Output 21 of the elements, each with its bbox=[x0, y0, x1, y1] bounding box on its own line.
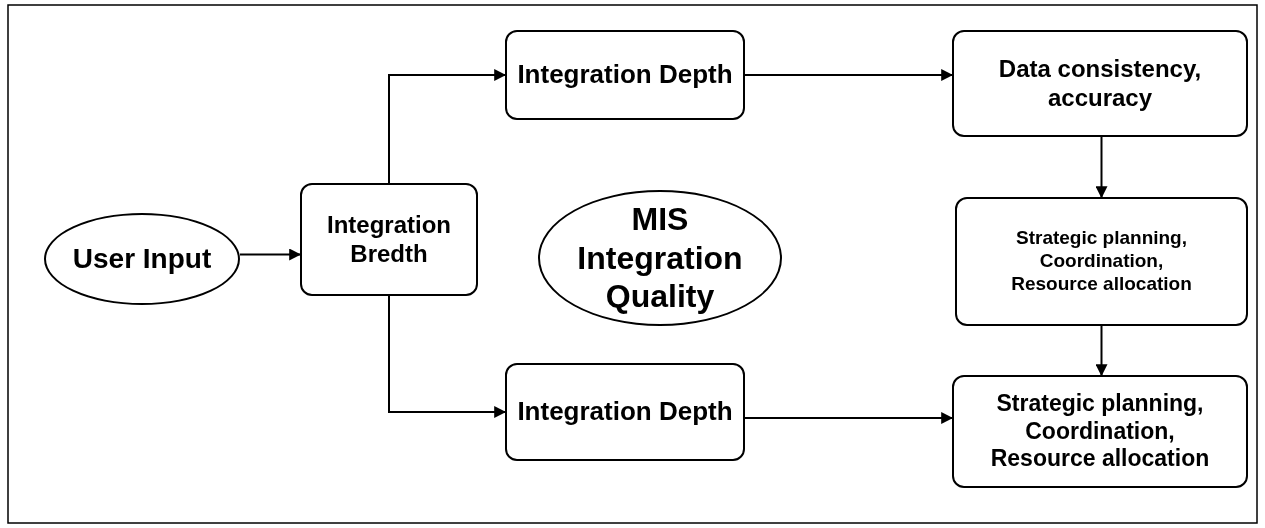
process-box bbox=[505, 30, 745, 120]
arrow bbox=[239, 248, 302, 261]
arrow bbox=[744, 69, 954, 81]
arrow bbox=[1095, 325, 1108, 377]
process-box bbox=[955, 197, 1248, 326]
arrow bbox=[1095, 136, 1108, 199]
node-label: User Input bbox=[71, 242, 213, 276]
node-label: MIS Integration Quality bbox=[576, 200, 744, 316]
arrow bbox=[388, 295, 507, 418]
process-box bbox=[505, 363, 745, 461]
process-box bbox=[300, 183, 478, 296]
node-label: Integration Depth bbox=[516, 59, 734, 91]
arrow bbox=[744, 412, 954, 424]
node-label: Integration Depth bbox=[516, 396, 734, 428]
process-box bbox=[952, 30, 1248, 137]
node-label: Integration Bredth bbox=[326, 210, 452, 269]
node-label: Data consistency, accuracy bbox=[997, 54, 1203, 113]
process-box bbox=[952, 375, 1248, 488]
node-label: Strategic planning, Coordination, Resource allocation bbox=[989, 390, 1211, 473]
arrow bbox=[388, 69, 507, 184]
node-label: Strategic planning, Coordination, Resource allocation bbox=[1010, 227, 1193, 296]
